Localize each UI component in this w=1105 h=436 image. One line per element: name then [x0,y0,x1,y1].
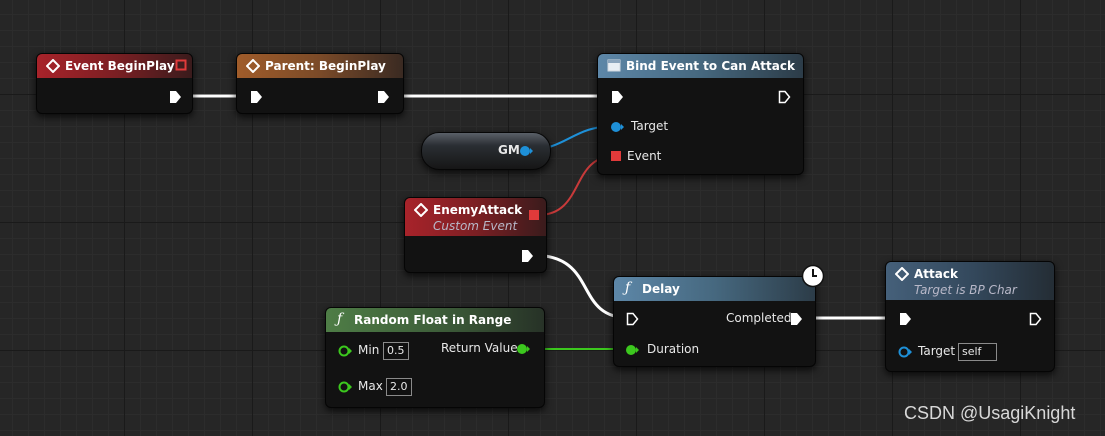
enemyattack-event-node[interactable]: EnemyAttack Custom Event [404,197,547,273]
float-pin-return[interactable] [516,343,530,355]
target-pin-label: Target [918,344,956,358]
max-value-field[interactable]: 2.0 [386,378,412,396]
exec-out-pin[interactable] [1029,312,1042,326]
object-pin[interactable] [519,145,533,157]
node-header[interactable]: EnemyAttack Custom Event [405,198,546,236]
node-header[interactable]: ƒ Delay [614,277,815,301]
exec-in-pin[interactable] [899,312,912,326]
exec-out-pin[interactable] [377,90,390,104]
event-pin-label: Event [627,149,662,163]
diamond-event-icon [246,59,260,73]
return-value-label: Return Value [441,341,518,355]
max-pin-label: Max [358,379,383,393]
bind-event-node[interactable]: Bind Event to Can Attack Target Event [597,53,804,175]
object-pin[interactable] [898,346,912,358]
event-beginplay-node[interactable]: Event BeginPlay [36,53,193,114]
target-value-field[interactable]: self [958,343,997,361]
node-title: Attack [914,267,958,281]
exec-out-pin[interactable] [778,90,791,104]
exec-in-pin[interactable] [611,90,624,104]
float-pin-min[interactable] [338,345,352,357]
clock-icon [801,264,825,288]
node-header[interactable]: Attack Target is BP Char [886,262,1054,300]
node-subtitle: Custom Event [433,219,518,233]
gm-variable-node[interactable]: GM [421,132,551,170]
exec-out-pin[interactable] [169,90,182,104]
node-title: Parent: BeginPlay [265,59,386,73]
completed-pin-label: Completed [726,311,792,325]
delegate-pin-icon[interactable] [175,59,187,71]
min-value-field[interactable]: 0.5 [383,342,409,360]
duration-pin-label: Duration [647,342,700,356]
exec-in-pin[interactable] [250,90,263,104]
attack-node[interactable]: Attack Target is BP Char Target self [885,261,1055,372]
parent-beginplay-node[interactable]: Parent: BeginPlay [236,53,404,114]
node-header[interactable]: Parent: BeginPlay [237,54,403,78]
variable-label: GM [498,143,520,157]
node-title: Random Float in Range [354,313,512,327]
node-title: Event BeginPlay [65,59,175,73]
node-title: EnemyAttack [433,203,523,217]
node-title: Bind Event to Can Attack [626,59,795,73]
node-subtitle: Target is BP Char [914,283,1017,297]
float-pin-max[interactable] [338,381,352,393]
function-f-icon: ƒ [337,311,343,327]
object-pin[interactable] [610,121,624,133]
exec-wire-enemyattack-delay[interactable] [531,253,631,320]
node-header[interactable]: ƒ Random Float in Range [326,308,544,332]
watermark: CSDN @UsagiKnight [904,403,1076,423]
node-header[interactable]: Bind Event to Can Attack [598,54,803,78]
min-pin-label: Min [358,343,380,357]
delegate-pin[interactable] [529,210,540,221]
function-f-icon: ƒ [625,280,631,296]
float-pin[interactable] [625,344,639,356]
delay-node[interactable]: ƒ Delay Completed Duration [613,276,816,367]
node-title: Delay [642,282,680,296]
diamond-event-icon [46,59,60,73]
bind-event-icon [607,59,621,72]
exec-out-pin[interactable] [521,249,534,263]
exec-in-pin[interactable] [626,312,639,326]
diamond-event-icon [414,203,428,217]
random-float-node[interactable]: ƒ Random Float in Range Min 0.5 Return V… [325,307,545,408]
node-header[interactable]: Event BeginPlay [37,54,192,78]
exec-out-pin[interactable] [790,312,803,326]
diamond-event-icon [895,267,909,281]
delegate-pin[interactable] [611,151,622,162]
target-pin-label: Target [631,119,669,133]
